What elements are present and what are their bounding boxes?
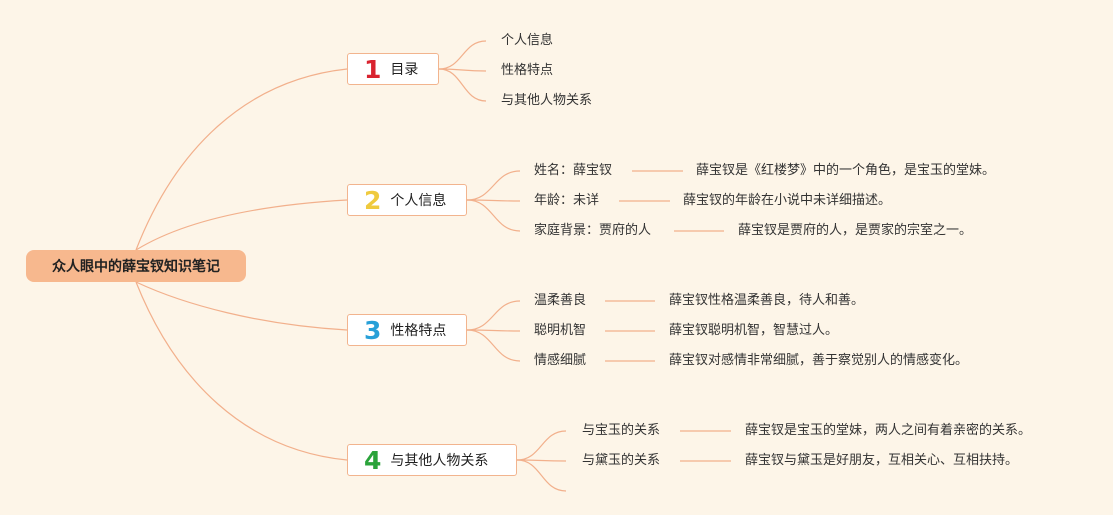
desc-sensitive: 薛宝钗对感情非常细腻，善于察觉别人的情感变化。 (669, 353, 969, 368)
desc-name: 薛宝钗是《红楼梦》中的一个角色，是宝玉的堂妹。 (696, 163, 996, 178)
leaf-catalog-personality[interactable]: 性格特点 (501, 63, 554, 78)
connector-6 (438, 68, 487, 102)
branch-number-3: 3 (364, 315, 382, 345)
connector-10 (466, 300, 521, 331)
branch-label-catalog: 目录 (390, 62, 419, 78)
branch-number-4: 4 (364, 445, 382, 475)
connector-9 (466, 199, 521, 232)
branch-label-personality: 性格特点 (390, 323, 447, 339)
leaf-baoyu-relation[interactable]: 与宝玉的关系 (582, 423, 661, 438)
connector-0 (135, 68, 348, 251)
leaf-sensitive[interactable]: 情感细腻 (534, 353, 587, 368)
branch-node-relationships[interactable]: 4 与其他人物关系 (347, 444, 517, 476)
leaf-gentle[interactable]: 温柔善良 (534, 293, 587, 308)
desc-family-background: 薛宝钗是贾府的人，是贾家的宗室之一。 (738, 223, 973, 238)
connector-1 (135, 199, 348, 251)
desc-baoyu-relation: 薛宝钗是宝玉的堂妹，两人之间有着亲密的关系。 (745, 423, 1032, 438)
connector-12 (466, 329, 521, 362)
leaf-family-background[interactable]: 家庭背景：贾府的人 (534, 223, 652, 238)
desc-daiyu-relation: 薛宝钗与黛玉是好朋友，互相关心、互相扶持。 (745, 453, 1019, 468)
connector-2 (135, 281, 348, 331)
connector-3 (135, 281, 348, 461)
leaf-clever[interactable]: 聪明机智 (534, 323, 587, 338)
leaf-catalog-relationships[interactable]: 与其他人物关系 (501, 93, 593, 108)
connector-13 (516, 430, 567, 461)
desc-clever: 薛宝钗聪明机智，智慧过人。 (669, 323, 839, 338)
connector-4 (438, 40, 487, 70)
connector-7 (466, 170, 521, 201)
branch-node-personal-info[interactable]: 2 个人信息 (347, 184, 467, 216)
leaf-name[interactable]: 姓名：薛宝钗 (534, 163, 613, 178)
leaf-daiyu-relation[interactable]: 与黛玉的关系 (582, 453, 661, 468)
desc-age: 薛宝钗的年龄在小说中未详细描述。 (683, 193, 892, 208)
branch-node-personality[interactable]: 3 性格特点 (347, 314, 467, 346)
branch-node-catalog[interactable]: 1 目录 (347, 53, 439, 85)
connector-15 (516, 459, 567, 492)
root-node[interactable]: 众人眼中的薛宝钗知识笔记 (26, 250, 246, 282)
branch-number-1: 1 (364, 54, 382, 84)
desc-gentle: 薛宝钗性格温柔善良，待人和善。 (669, 293, 865, 308)
root-title: 众人眼中的薛宝钗知识笔记 (52, 259, 220, 275)
branch-label-relationships: 与其他人物关系 (390, 453, 489, 469)
leaf-age[interactable]: 年龄：未详 (534, 193, 600, 208)
branch-number-2: 2 (364, 185, 382, 215)
branch-label-personal-info: 个人信息 (390, 193, 447, 209)
leaf-catalog-personal-info[interactable]: 个人信息 (501, 33, 554, 48)
